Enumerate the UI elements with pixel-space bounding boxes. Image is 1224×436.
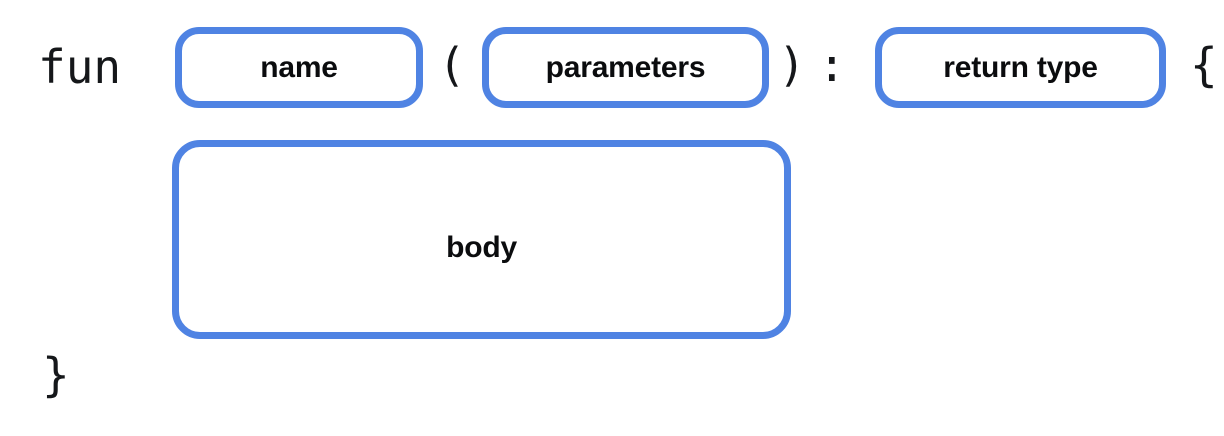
slot-parameters[interactable]: parameters [482,27,769,108]
slot-body[interactable]: body [172,140,791,339]
slot-body-label: body [446,231,517,264]
slot-return-type-label: return type [943,50,1098,84]
keyword-fun: fun [38,40,122,94]
slot-parameters-label: parameters [545,50,706,84]
slot-name-label: name [260,50,338,84]
left-brace-punctuation: { [1190,38,1218,92]
slot-name[interactable]: name [175,27,423,108]
right-brace-punctuation: } [42,348,70,402]
right-paren-punctuation: ) [778,38,806,92]
colon-punctuation: : [818,38,846,92]
left-paren-punctuation: ( [438,38,466,92]
slot-return-type[interactable]: return type [875,27,1166,108]
